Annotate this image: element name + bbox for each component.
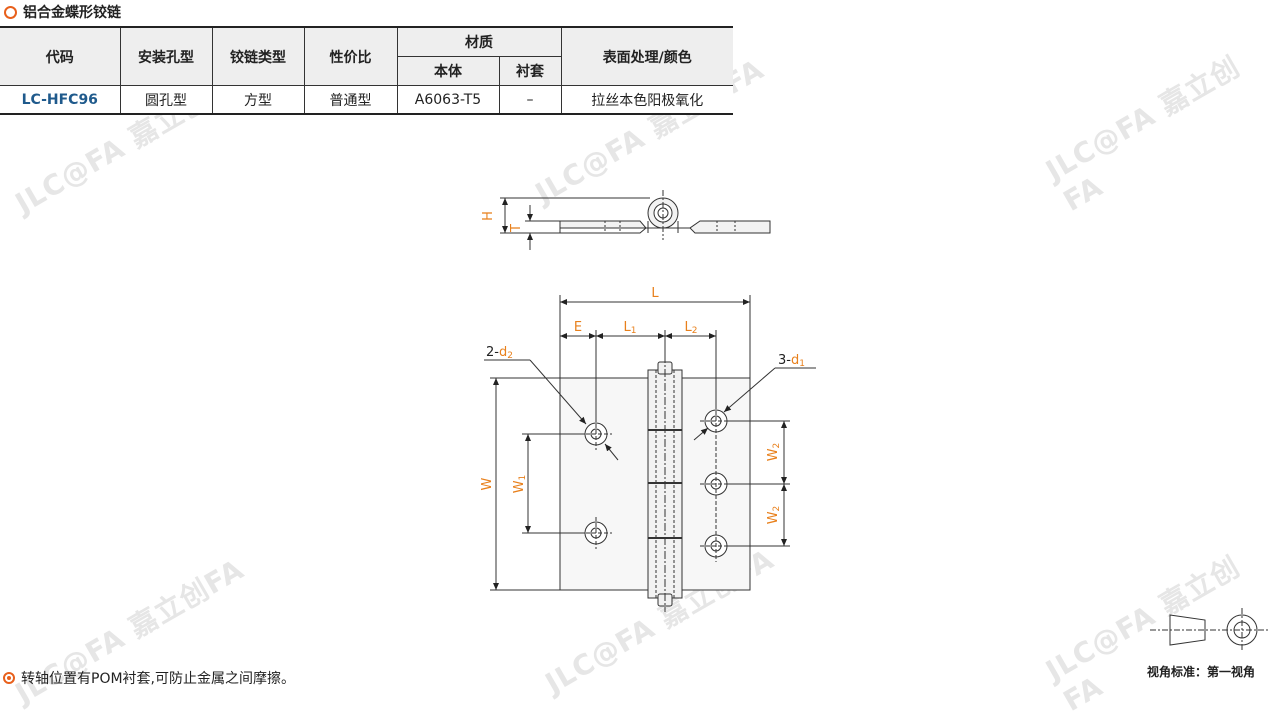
dim-d1-main: d bbox=[791, 353, 799, 368]
header-material: 材质 bbox=[396, 26, 562, 57]
target-bullet-icon bbox=[3, 672, 15, 684]
dim-L2-sub: 2 bbox=[692, 326, 698, 336]
dim-d1-sub: 1 bbox=[799, 359, 805, 369]
dim-d1-prefix: 3- bbox=[778, 353, 791, 368]
dim-L2-label: L2 bbox=[685, 320, 698, 336]
dim-d2-sub: 2 bbox=[507, 351, 513, 361]
header-value: 性价比 bbox=[303, 26, 398, 86]
note-text: 转轴位置有POM衬套,可防止金属之间摩擦。 bbox=[21, 671, 295, 687]
cell-code[interactable]: LC-HFC96 bbox=[0, 85, 121, 115]
dim-L1-label: L1 bbox=[624, 320, 637, 336]
table-row: LC-HFC96 圆孔型 方型 普通型 A6063-T5 – 拉丝本色阳极氧化 bbox=[0, 85, 733, 115]
circle-bullet-icon bbox=[4, 5, 17, 19]
header-code: 代码 bbox=[0, 26, 121, 86]
first-angle-projection-icon bbox=[1150, 608, 1270, 652]
header-bushing: 衬套 bbox=[498, 56, 561, 86]
dim-W2b-main: W bbox=[766, 511, 781, 524]
header-hole-type: 安装孔型 bbox=[119, 26, 213, 86]
dim-d2-prefix: 2- bbox=[486, 345, 499, 360]
dim-H-label: H bbox=[481, 211, 496, 221]
page-title-text: 铝合金蝶形铰链 bbox=[23, 5, 121, 21]
dim-W-label: W bbox=[480, 477, 495, 490]
cell-hole-type: 圆孔型 bbox=[119, 85, 213, 115]
dim-W2a-sub: 2 bbox=[772, 443, 782, 449]
header-surface: 表面处理/颜色 bbox=[560, 26, 733, 86]
side-view bbox=[500, 190, 771, 250]
dim-L2-main: L bbox=[685, 320, 693, 335]
spec-table: 代码 安装孔型 铰链类型 性价比 材质 表面处理/颜色 本体 衬套 LC-HFC… bbox=[0, 26, 733, 115]
front-view bbox=[484, 295, 816, 612]
cell-body: A6063-T5 bbox=[396, 85, 500, 115]
dim-L1-main: L bbox=[624, 320, 632, 335]
dim-W1-label: W1 bbox=[512, 475, 528, 494]
dim-T-label: T bbox=[509, 224, 524, 233]
dim-d2-main: d bbox=[499, 345, 507, 360]
header-body: 本体 bbox=[397, 56, 500, 86]
dim-L1-sub: 1 bbox=[631, 326, 637, 336]
dim-E-label: E bbox=[574, 320, 582, 335]
dim-W2a-label: W2 bbox=[766, 443, 782, 462]
dim-W1-sub: 1 bbox=[518, 475, 528, 481]
dim-W2b-label: W2 bbox=[766, 506, 782, 525]
dim-d1-label: 3-d1 bbox=[778, 353, 805, 369]
note: 转轴位置有POM衬套,可防止金属之间摩擦。 bbox=[3, 668, 295, 688]
cell-surface: 拉丝本色阳极氧化 bbox=[560, 85, 733, 115]
dim-L-label: L bbox=[651, 286, 659, 301]
cell-bushing: – bbox=[498, 85, 562, 115]
cell-hinge-type: 方型 bbox=[211, 85, 305, 115]
cell-value: 普通型 bbox=[303, 85, 398, 115]
header-hinge-type: 铰链类型 bbox=[211, 26, 305, 86]
dim-W1-main: W bbox=[512, 480, 527, 493]
dim-W2b-sub: 2 bbox=[772, 506, 782, 512]
view-standard-label: 视角标准：第一视角 bbox=[1147, 665, 1256, 679]
dim-d2-label: 2-d2 bbox=[486, 345, 513, 361]
dim-W2a-main: W bbox=[766, 448, 781, 461]
page-title: 铝合金蝶形铰链 bbox=[4, 2, 121, 22]
